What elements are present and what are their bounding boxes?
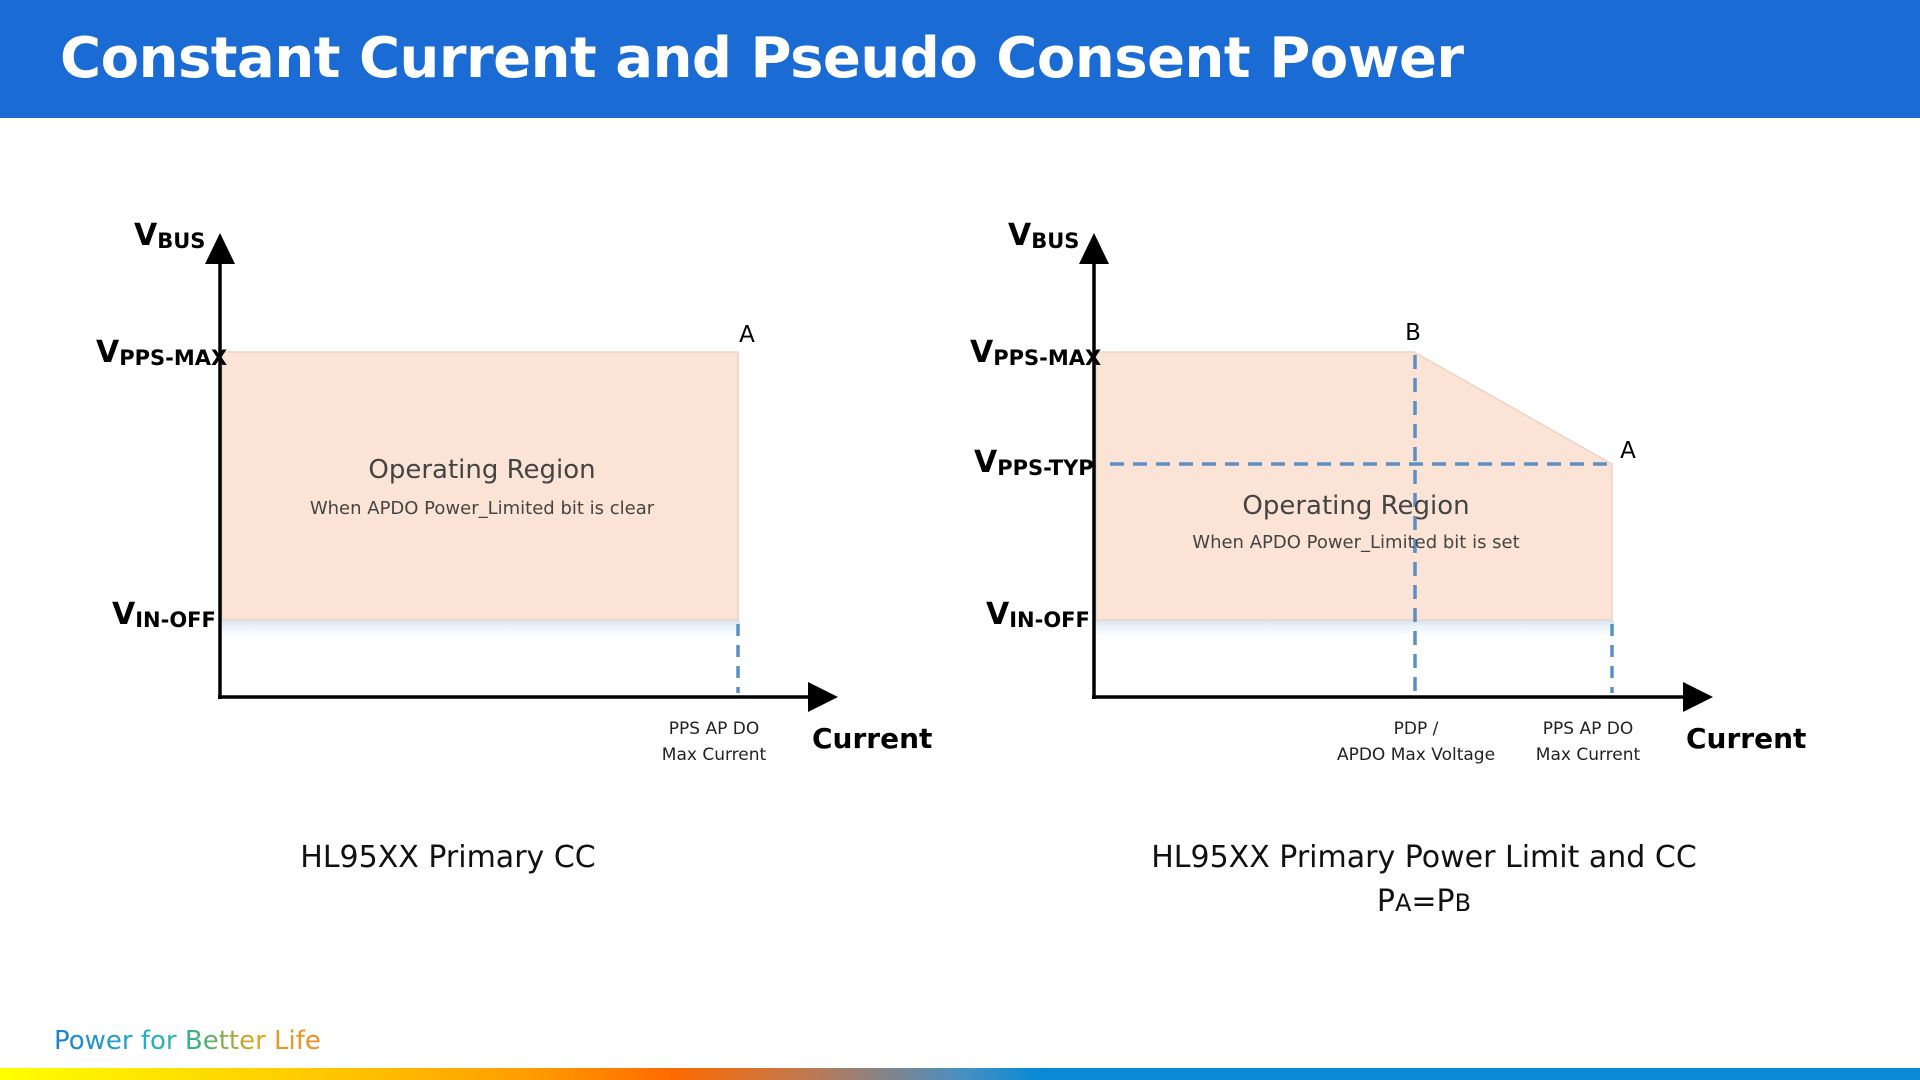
left-region-shadow	[222, 620, 740, 642]
left-x-marker-line2: Max Current	[662, 745, 767, 765]
left-y-axis-arrow	[205, 233, 235, 264]
right-x-marker-current-line1: PPS AP DO	[1543, 719, 1633, 739]
formula-p2: P	[1436, 884, 1455, 919]
right-level-vpps-max: VPPS-MAX	[970, 335, 1101, 370]
right-operating-region	[1095, 351, 1613, 621]
left-x-axis-label: Current	[812, 722, 932, 755]
right-diagram: VBUS VPPS-MAX VPPS-TYP VIN-OFF B A Opera…	[970, 218, 1806, 765]
left-region-subtitle: When APDO Power_Limited bit is clear	[310, 498, 655, 519]
right-x-marker-pdp-line2: APDO Max Voltage	[1337, 745, 1495, 765]
right-x-marker-current-line2: Max Current	[1536, 745, 1641, 765]
right-level-vin-off: VIN-OFF	[986, 597, 1090, 632]
left-x-axis-arrow	[808, 682, 838, 712]
left-point-a-label: A	[739, 322, 755, 348]
formula-s1: A	[1394, 889, 1412, 917]
right-caption: HL95XX Primary Power Limit and CC	[1151, 840, 1697, 875]
left-level-vin-off: VIN-OFF	[112, 597, 216, 632]
footer-tagline: Power for Better Life	[54, 1026, 321, 1056]
right-region-shadow	[1096, 620, 1614, 642]
right-point-a-label: A	[1620, 438, 1636, 464]
title-bar: Constant Current and Pseudo Consent Powe…	[0, 0, 1920, 118]
right-region-subtitle: When APDO Power_Limited bit is set	[1192, 532, 1519, 553]
left-region-title: Operating Region	[368, 455, 595, 485]
left-caption: HL95XX Primary CC	[300, 840, 596, 875]
formula-eq: =	[1411, 884, 1437, 919]
slide-title: Constant Current and Pseudo Consent Powe…	[60, 26, 1464, 91]
right-y-axis-label: VBUS	[1008, 218, 1079, 253]
right-x-axis-label: Current	[1686, 722, 1806, 755]
right-point-b-label: B	[1405, 320, 1421, 346]
right-y-axis-arrow	[1079, 233, 1109, 264]
left-y-axis-label: VBUS	[134, 218, 205, 253]
footer-gradient-bar	[0, 1068, 1920, 1080]
left-x-marker-line1: PPS AP DO	[669, 719, 759, 739]
right-formula: PA=PB	[1324, 884, 1524, 919]
right-region-title: Operating Region	[1242, 491, 1469, 521]
right-x-marker-pdp-line1: PDP /	[1394, 719, 1439, 739]
left-diagram: VBUS VPPS-MAX VIN-OFF A Operating Region…	[96, 218, 932, 765]
left-level-vpps-max: VPPS-MAX	[96, 335, 227, 370]
right-level-vpps-typ: VPPS-TYP	[974, 445, 1094, 480]
formula-s2: B	[1454, 889, 1472, 917]
formula-p1: P	[1376, 884, 1395, 919]
right-x-axis-arrow	[1683, 682, 1713, 712]
left-operating-region	[221, 351, 739, 621]
